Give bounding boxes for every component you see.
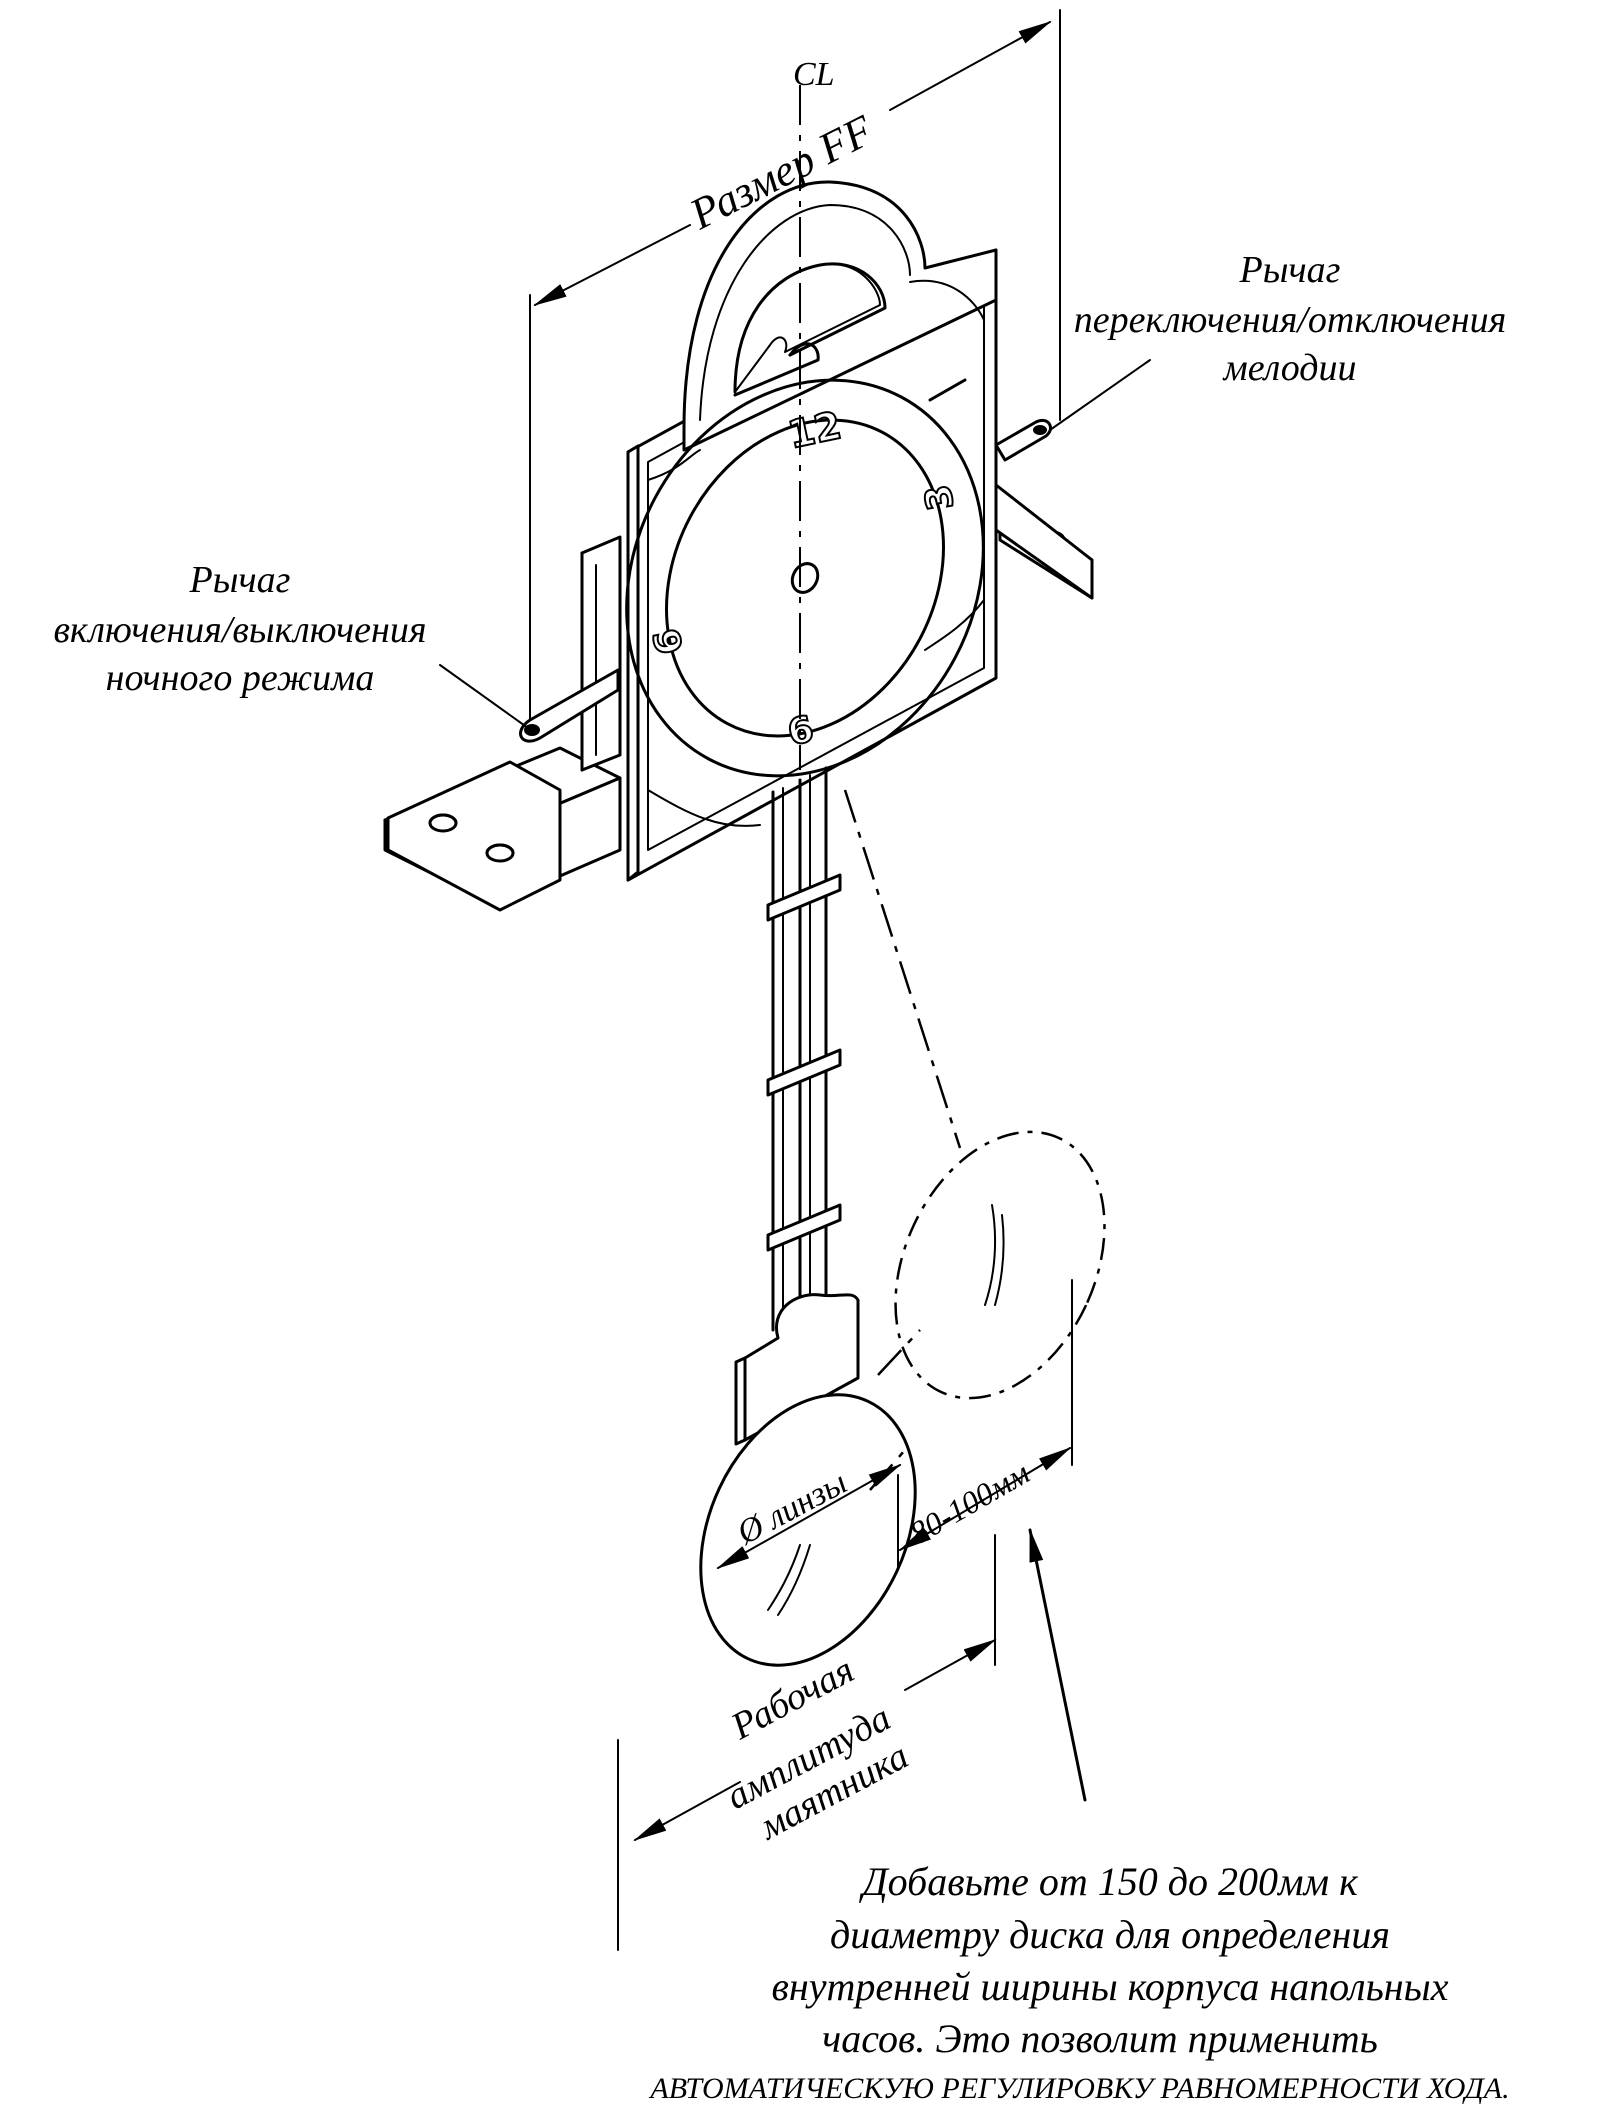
melody-lever-leader	[1049, 359, 1151, 431]
svg-text:АВТОМАТИЧЕСКУЮ РЕГУЛИРОВКУ РАВ: АВТОМАТИЧЕСКУЮ РЕГУЛИРОВКУ РАВНОМЕРНОСТИ…	[648, 2072, 1509, 2105]
svg-text:Рычаг: Рычаг	[189, 559, 291, 601]
swing-gap-dimension: 80-100мм	[897, 1279, 1073, 1569]
svg-text:часов. Это позволит применить: часов. Это позволит применить	[822, 2016, 1378, 2061]
svg-text:переключения/отключения: переключения/отключения	[1074, 299, 1507, 341]
centerline: CL	[793, 56, 835, 770]
pendulum-rod	[766, 766, 842, 1332]
pendulum-bob-holder	[734, 1293, 860, 1446]
centerline-label: CL	[793, 56, 835, 93]
svg-text:включения/выключения: включения/выключения	[53, 609, 426, 651]
mounting-bracket	[383, 493, 1094, 912]
note-arrow	[1028, 1528, 1087, 1802]
chapter-ring-outer	[625, 378, 985, 778]
svg-text:мелодии: мелодии	[1222, 347, 1357, 389]
case-width-note: Добавьте от 150 до 200мм к диаметру диск…	[648, 1859, 1509, 2105]
hand-arbor	[790, 562, 820, 594]
svg-text:Добавьте от 150 до 200мм к: Добавьте от 150 до 200мм к	[858, 1859, 1358, 1904]
chapter-ring-inner	[665, 418, 945, 738]
svg-text:внутренней ширины корпуса напо: внутренней ширины корпуса напольных	[771, 1964, 1448, 2009]
night-lever-label: Рычаг включения/выключения ночного режим…	[53, 559, 426, 699]
melody-lever-label: Рычаг переключения/отключения мелодии	[1074, 249, 1507, 389]
dial-plate: 12 3 6 9	[625, 180, 998, 882]
svg-text:ночного режима: ночного режима	[106, 657, 375, 699]
night-lever-leader	[439, 664, 529, 729]
swing-gap-label: 80-100мм	[904, 1454, 1036, 1551]
melody-lever	[994, 419, 1052, 462]
svg-text:диаметру диска для определения: диаметру диска для определения	[830, 1912, 1390, 1957]
side-bracket	[994, 483, 1094, 600]
svg-text:Рычаг: Рычаг	[1239, 249, 1341, 291]
pendulum-lens-swing-position	[843, 789, 1106, 1491]
